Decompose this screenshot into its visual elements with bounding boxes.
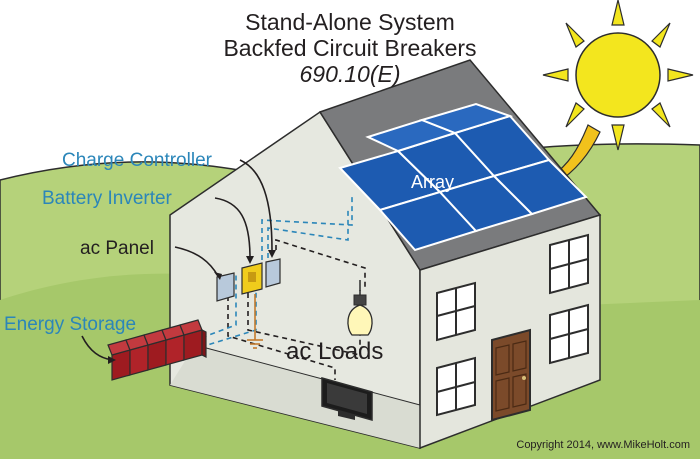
solar-array bbox=[338, 102, 588, 252]
light-bulb-icon bbox=[347, 280, 373, 336]
ac-panel-box bbox=[216, 272, 235, 302]
label-battery-inverter: Battery Inverter bbox=[42, 188, 172, 209]
tv-icon bbox=[321, 377, 373, 421]
label-charge-controller: Charge Controller bbox=[62, 150, 212, 171]
copyright-text: Copyright 2014, www.MikeHolt.com bbox=[516, 439, 690, 451]
battery-bank-icon bbox=[107, 319, 207, 381]
sun-icon bbox=[542, 0, 694, 151]
ground-symbol-icon bbox=[247, 294, 263, 349]
house-windows bbox=[436, 233, 589, 417]
label-ac-panel: ac Panel bbox=[80, 238, 154, 259]
battery-inverter-box bbox=[241, 262, 263, 295]
label-energy-storage: Energy Storage bbox=[4, 314, 137, 335]
charge-controller-box bbox=[265, 258, 281, 288]
front-door bbox=[491, 328, 531, 422]
label-array: Array bbox=[411, 172, 455, 192]
title-line-3: 690.10(E) bbox=[299, 61, 401, 87]
label-arrowheads bbox=[108, 250, 276, 364]
title-line-2: Backfed Circuit Breakers bbox=[223, 35, 477, 61]
interior-floor bbox=[170, 345, 420, 448]
title-line-1: Stand-Alone System bbox=[245, 9, 455, 35]
label-ac-loads: ac Loads bbox=[286, 338, 384, 365]
